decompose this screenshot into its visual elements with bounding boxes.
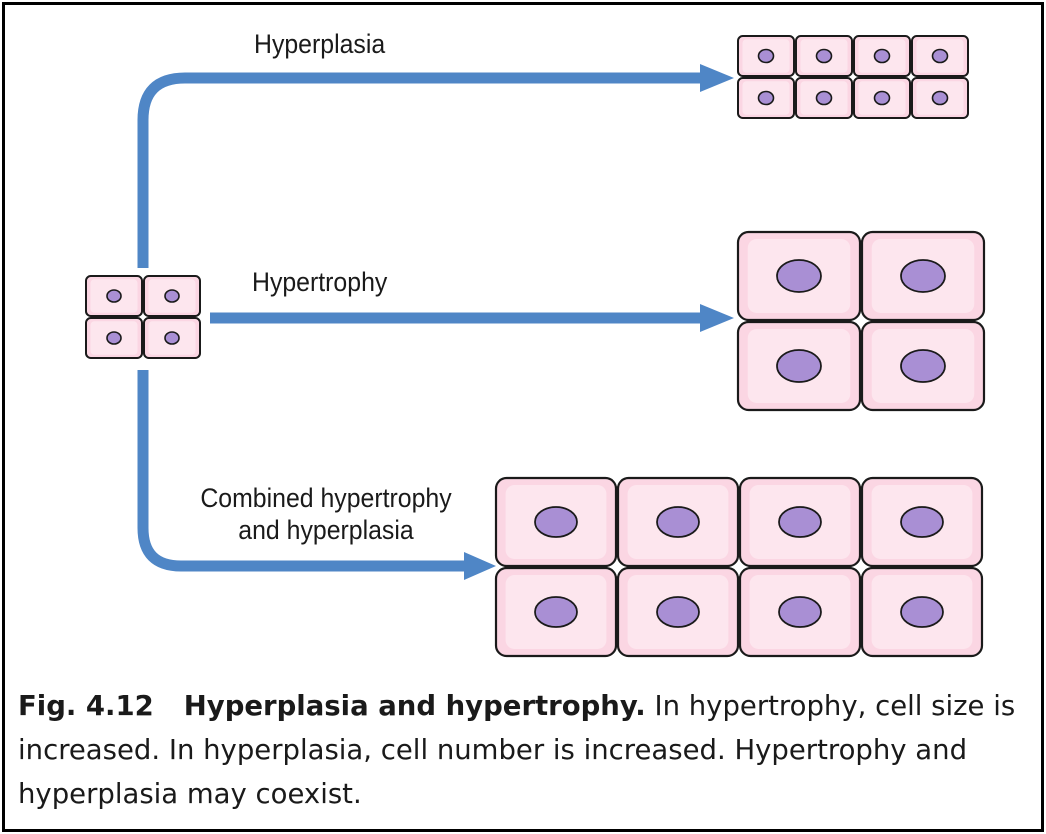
cell-nucleus (778, 596, 822, 628)
caption-fig-number: Fig. 4.12 (18, 690, 154, 722)
figure-caption: Fig. 4.12 Hyperplasia and hypertrophy. In… (18, 684, 1028, 816)
cell (494, 476, 618, 568)
cell (860, 320, 986, 412)
cell-nucleus (106, 331, 122, 345)
cell (911, 35, 969, 77)
cell (736, 230, 862, 322)
cell (616, 476, 740, 568)
cell-nucleus (757, 90, 775, 106)
cell-nucleus (776, 259, 822, 293)
caption-title: Hyperplasia and hypertrophy. (183, 690, 646, 722)
cell (143, 317, 201, 359)
cell (143, 275, 201, 317)
cell-nucleus (656, 596, 700, 628)
cell (494, 566, 618, 658)
cell-nucleus (900, 349, 946, 383)
cell-nucleus (873, 90, 891, 106)
label-combined-line1: Combined hypertrophy (200, 483, 452, 513)
cell (911, 77, 969, 119)
cell (737, 77, 795, 119)
cell-nucleus (931, 90, 949, 106)
cell (85, 317, 143, 359)
cell-nucleus (164, 289, 180, 303)
hypertrophy-cells (736, 230, 986, 412)
label-hyperplasia: Hyperplasia (254, 29, 386, 59)
cell-nucleus (815, 48, 833, 64)
cell-nucleus (534, 506, 578, 538)
cell-nucleus (931, 48, 949, 64)
cell-nucleus (900, 506, 944, 538)
cell-nucleus (815, 90, 833, 106)
original-cells (85, 275, 201, 359)
arrow-combined (137, 370, 496, 580)
cell (738, 476, 862, 568)
cell-nucleus (757, 48, 775, 64)
cell (85, 275, 143, 317)
caption-text: In hypertrophy, cell size is increased. … (18, 690, 1016, 810)
cell-nucleus (164, 331, 180, 345)
cell-nucleus (106, 289, 122, 303)
label-combined-line2: and hyperplasia (238, 515, 414, 545)
combined-cells (494, 476, 984, 658)
cell (795, 35, 853, 77)
cell (860, 476, 984, 568)
cell (616, 566, 740, 658)
arrow-hyperplasia (137, 64, 734, 268)
cell (853, 77, 911, 119)
cell-nucleus (776, 349, 822, 383)
hyperplasia-cells (737, 35, 969, 119)
cell (860, 566, 984, 658)
cell-nucleus (873, 48, 891, 64)
cell-nucleus (900, 259, 946, 293)
label-hypertrophy: Hypertrophy (252, 267, 388, 297)
cell-nucleus (900, 596, 944, 628)
cell (795, 77, 853, 119)
cell (860, 230, 986, 322)
cell-nucleus (534, 596, 578, 628)
arrow-hypertrophy (210, 304, 734, 332)
cell (853, 35, 911, 77)
cell-nucleus (778, 506, 822, 538)
cell (738, 566, 862, 658)
cell-nucleus (656, 506, 700, 538)
cell (737, 35, 795, 77)
cell (736, 320, 862, 412)
